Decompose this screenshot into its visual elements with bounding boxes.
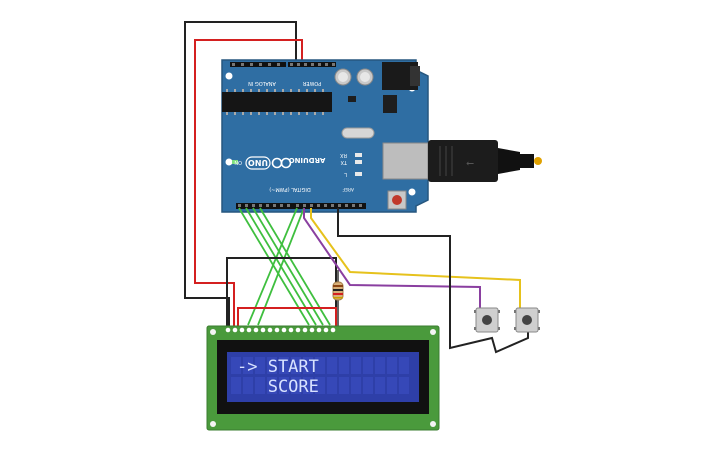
usb-b-port <box>382 142 429 180</box>
wire-gnd-black <box>184 21 297 328</box>
infinity-logo-icon <box>271 157 292 169</box>
rx-label: RX <box>340 152 347 158</box>
push-button-right <box>514 307 540 333</box>
power-label: POWER <box>302 80 321 86</box>
lcd-line-2: SCORE <box>237 377 319 397</box>
on-label: ON <box>234 159 242 165</box>
microcontroller-chip <box>222 92 332 112</box>
rx-led <box>355 153 362 157</box>
usb-symbol-icon: ⭠ <box>466 158 474 169</box>
wire-5v-red <box>194 39 303 328</box>
wire-button-gnd-black <box>337 208 529 354</box>
tx-led <box>355 160 362 164</box>
lcd-header-pins <box>225 327 336 333</box>
usb-cable: ⭠ <box>382 140 542 182</box>
lcd-data-wires <box>238 207 331 326</box>
push-button-left <box>474 307 500 333</box>
wire-lcd-power-red <box>237 307 337 328</box>
arduino-board: ANALOG IN POWER ON UNO ARDUINO <box>221 59 429 213</box>
arduino-brand-label: ARDUINO <box>289 156 326 164</box>
mount-hole <box>225 158 233 166</box>
on-led <box>232 160 238 164</box>
l-label: L <box>344 171 347 177</box>
lcd-line-1: -> START <box>237 357 319 377</box>
wire-button-purple <box>303 208 481 311</box>
wire-button-yellow <box>310 208 521 311</box>
power-wires <box>184 21 303 328</box>
crystal-oscillator <box>341 127 375 139</box>
uno-logo-frame <box>245 156 271 170</box>
lcd-module: -> START SCORE <box>206 325 440 431</box>
usb-cable-end <box>534 157 542 165</box>
mount-hole <box>225 72 233 80</box>
l-led <box>355 172 362 176</box>
tx-label: TX <box>340 159 348 165</box>
analog-in-label: ANALOG IN <box>248 80 276 86</box>
top-header-pins <box>232 63 335 66</box>
digital-pwm-label: DIGITAL (PWM~) <box>269 186 311 192</box>
digital-header <box>236 203 366 209</box>
uno-label: UNO <box>248 158 268 167</box>
analog-header <box>230 62 286 67</box>
mount-hole <box>408 188 416 196</box>
aref-label: AREF <box>342 186 354 192</box>
usb-plug <box>428 140 498 182</box>
lcd-char-cells <box>231 357 409 394</box>
voltage-regulator <box>383 95 397 113</box>
resistor <box>332 270 344 328</box>
